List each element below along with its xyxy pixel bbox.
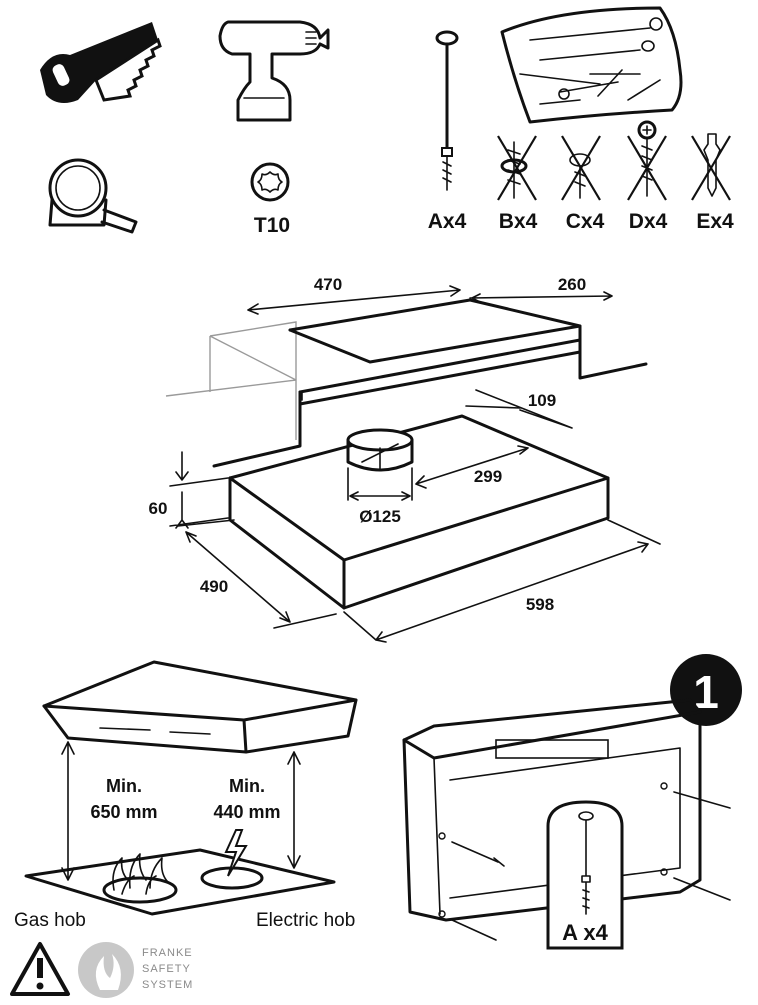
torx-label: T10 [254, 214, 290, 237]
electric-hob-label: Electric hob [256, 910, 355, 931]
dim-cabinet-width: 470 [314, 275, 342, 294]
cabinet-outline [165, 298, 648, 468]
fixing-b-icon [497, 135, 537, 201]
fixing-a-label: Ax4 [428, 210, 467, 233]
fixing-a-icon [435, 30, 459, 191]
clearance-arrows [61, 741, 301, 881]
dim-cabinet-depth: 260 [558, 275, 586, 294]
brand-line-3: SYSTEM [142, 979, 193, 991]
screw-markers [438, 782, 731, 941]
fixing-b-label: Bx4 [499, 210, 538, 233]
gas-min-label: Min. [106, 776, 142, 796]
brand-line-1: FRANKE [142, 947, 193, 959]
outlet-collar [346, 428, 414, 472]
dim-outlet-depth: 299 [474, 467, 502, 486]
dim-depth: 490 [200, 577, 228, 596]
torx-bit-icon [250, 162, 290, 202]
fixing-e-label: Ex4 [696, 210, 734, 233]
hood-body [228, 414, 610, 610]
step-callout-label: A x4 [562, 920, 608, 945]
tape-measure-icon [48, 158, 138, 234]
dim-outlet-diameter: Ø125 [359, 507, 401, 526]
screw-callout [546, 800, 624, 950]
saw-icon [40, 22, 162, 104]
gas-clearance-value: 650 mm [90, 802, 157, 822]
brand-line-2: SAFETY [142, 963, 191, 975]
franke-safety-logo [78, 942, 134, 998]
dim-width: 598 [526, 595, 554, 614]
dim-outlet-offset: 109 [528, 391, 556, 410]
step-badge [670, 654, 742, 726]
worktop-surface [24, 848, 336, 916]
gas-burner-icon [102, 853, 178, 904]
electric-zone-icon [200, 829, 264, 890]
electric-clearance-value: 440 mm [213, 802, 280, 822]
dimension-lines [169, 285, 661, 643]
fixing-e-icon [691, 133, 731, 201]
fixing-c-icon [561, 135, 601, 201]
fixing-d-icon [627, 120, 667, 201]
gas-hob-label: Gas hob [14, 910, 86, 931]
electric-min-label: Min. [229, 776, 265, 796]
warning-icon [10, 942, 70, 996]
drill-icon [218, 20, 330, 122]
fixings-bag-icon [500, 6, 683, 124]
fixing-d-label: Dx4 [629, 210, 668, 233]
fixing-c-label: Cx4 [566, 210, 605, 233]
dim-height: 60 [149, 499, 168, 518]
hood-clearance-drawing [42, 660, 358, 754]
